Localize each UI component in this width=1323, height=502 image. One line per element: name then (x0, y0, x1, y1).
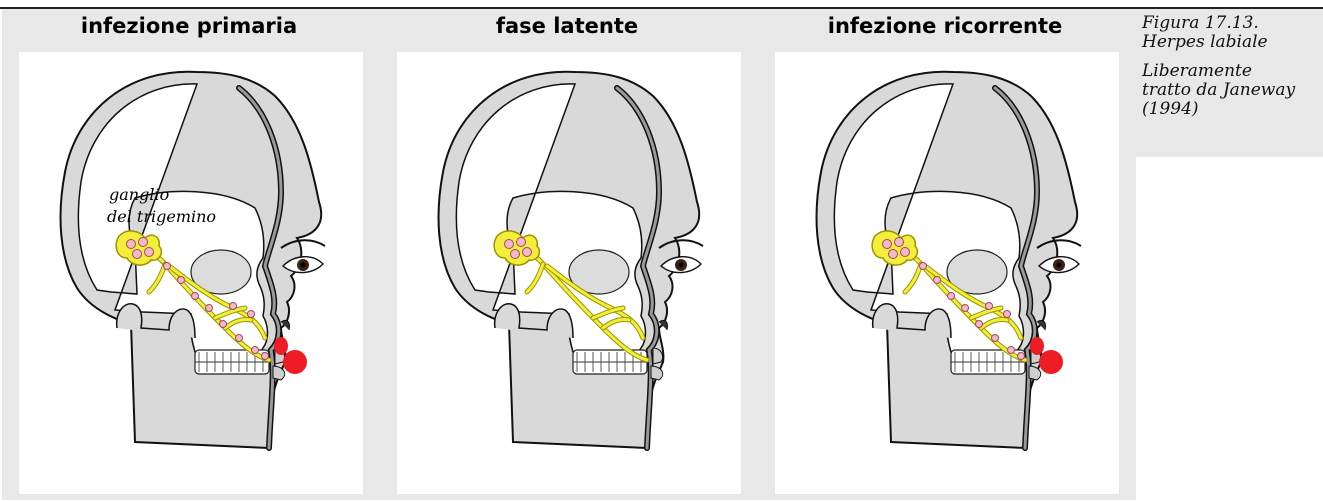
panel-title-recurrent: infezione ricorrente (756, 14, 1134, 38)
virus-particle (139, 238, 148, 247)
figure-caption: Figura 17.13. Herpes labiale Liberamente… (1136, 9, 1323, 157)
virus-particle (145, 248, 154, 257)
virus-particle (889, 250, 898, 259)
virus-particle (230, 303, 237, 310)
caption-credit: Liberamente tratto da Janeway (1994) (1136, 62, 1323, 119)
virus-particle (1008, 347, 1015, 354)
eye-pupil (679, 263, 684, 268)
panel-title-primary: infezione primaria (0, 14, 378, 38)
virus-particle (192, 293, 199, 300)
virus-particle (178, 277, 185, 284)
herpes-lesion (1030, 337, 1044, 355)
virus-particle (920, 263, 927, 270)
virus-particle (934, 277, 941, 284)
caption-credit-line: (1994) (1136, 100, 1323, 119)
head-diagram-latent (397, 52, 741, 494)
ganglion-label-line-1: ganglio (109, 185, 169, 204)
virus-particle (948, 293, 955, 300)
panel-recurrent-infection (775, 52, 1119, 494)
eye-pupil (1057, 263, 1062, 268)
caption-figure-number: Figura 17.13. (1136, 14, 1323, 33)
caption-subject: Herpes labiale (1136, 33, 1323, 52)
panel-primary-infection: ganglio del trigemino (19, 52, 363, 494)
head-diagram-recurrent (775, 52, 1119, 494)
virus-particle (248, 311, 255, 318)
herpes-lesion (1039, 350, 1063, 374)
virus-particle (236, 335, 243, 342)
virus-particle (220, 321, 227, 328)
eye-pupil (301, 263, 306, 268)
virus-particle (262, 353, 269, 360)
virus-particle (127, 240, 136, 249)
head-diagram-primary: ganglio del trigemino (19, 52, 363, 494)
virus-particle (511, 250, 520, 259)
virus-particle (895, 238, 904, 247)
caption-credit-line: tratto da Janeway (1136, 81, 1323, 100)
virus-particle (252, 347, 259, 354)
virus-particle (1018, 353, 1025, 360)
virus-particle (133, 250, 142, 259)
virus-particle (1004, 311, 1011, 318)
virus-particle (976, 321, 983, 328)
herpes-lesion (283, 350, 307, 374)
virus-particle (523, 248, 532, 257)
caption-credit-line: Liberamente (1136, 62, 1323, 81)
virus-particle (164, 263, 171, 270)
virus-particle (992, 335, 999, 342)
ganglion-label-line-2: del trigemino (107, 207, 216, 226)
virus-particle (883, 240, 892, 249)
virus-particle (901, 248, 910, 257)
virus-particle (962, 305, 969, 312)
virus-particle (986, 303, 993, 310)
panel-latent-phase (397, 52, 741, 494)
herpes-lesion (274, 337, 288, 355)
panel-title-latent: fase latente (378, 14, 756, 38)
virus-particle (206, 305, 213, 312)
virus-particle (517, 238, 526, 247)
virus-particle (505, 240, 514, 249)
